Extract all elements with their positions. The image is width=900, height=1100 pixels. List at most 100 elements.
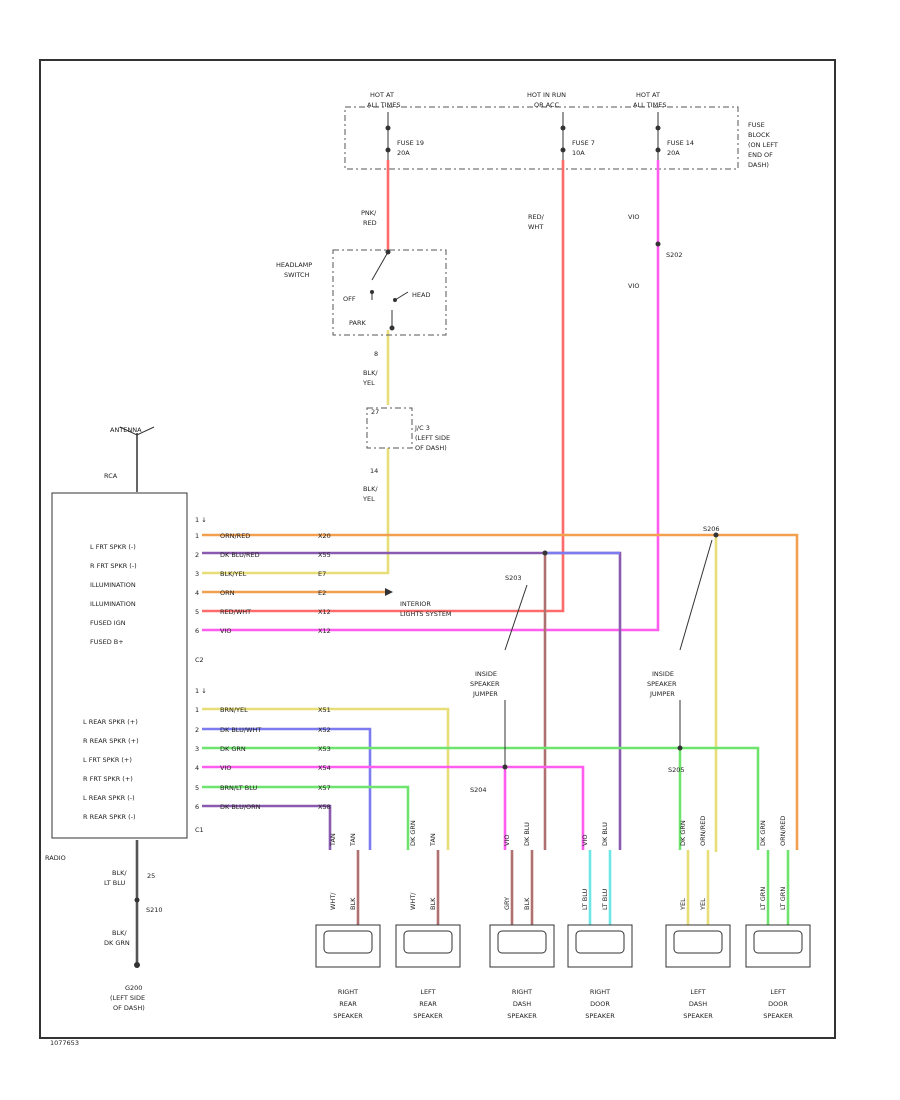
ground-wire2-color-1: BLK/	[112, 929, 127, 937]
jumper-left-1: INSIDE	[475, 670, 497, 678]
c2-wire-2-circ: X55	[318, 551, 331, 559]
speaker-lower-color: YEL	[699, 898, 707, 911]
radio-c1-pin-6: R REAR SPKR (-)	[83, 813, 136, 821]
speaker-lower-color: WHT/	[329, 892, 337, 910]
c1-wire-4-circ: X54	[318, 764, 331, 772]
footer-code: 1077653	[50, 1039, 79, 1047]
c1-wire-6-color: DK BLU/ORN	[220, 803, 261, 811]
c2-wire-6-circ: X12	[318, 627, 331, 635]
speaker-lower-color: BLK	[349, 897, 357, 910]
fuse14-hot: HOT AT	[636, 91, 660, 99]
c1-wire-2-circ: X52	[318, 726, 331, 734]
wire-dkblu-orn	[202, 804, 332, 850]
headlamp-switch: PNK/ RED HEADLAMP SWITCH OFF HEAD PARK 8…	[276, 209, 447, 387]
speaker-name: SPEAKER	[507, 1012, 537, 1020]
c2-wire-2-pin: 2	[195, 551, 199, 559]
ground-pin: 25	[147, 872, 155, 880]
fuse-block-outline	[344, 106, 739, 170]
speaker-lower-color: LT GRN	[779, 887, 787, 910]
c1-wire-labels: 1 ↓ 1 BRN/YEL X51 2 DK BLU/WHT X52 3 DK …	[195, 687, 331, 811]
speaker-name: DASH	[689, 1000, 707, 1008]
wire-brn-yel	[202, 707, 450, 850]
c2-wire-4-circ: E2	[318, 589, 326, 597]
c1-wire-2-pin: 2	[195, 726, 199, 734]
run-wire-color-1: RED/	[528, 213, 545, 221]
speaker-cone	[753, 930, 803, 954]
interior-lights-ref: INTERIOR LIGHTS SYSTEM	[385, 588, 452, 618]
c1-wire-1-color: BRN/YEL	[220, 706, 248, 714]
radio-unit: L FRT SPKR (-) R FRT SPKR (-) ILLUMINATI…	[45, 492, 204, 862]
fuse19-cond: ALL TIMES	[367, 101, 400, 109]
jc3-label-1: J/C 3	[414, 424, 430, 432]
jumper-right-1: INSIDE	[652, 670, 674, 678]
diagram-frame	[39, 59, 836, 1039]
radio-c2-pin-6: FUSED B+	[90, 638, 124, 646]
radio-c2-label: C2	[195, 656, 204, 664]
jc3-pin-a: 27	[371, 408, 379, 416]
radio-c2-pin-2: R FRT SPKR (-)	[90, 562, 137, 570]
c2-wire-6-pin: 6	[195, 627, 199, 635]
speaker-upper-color: TAN	[329, 833, 337, 847]
headlamp-title-1: HEADLAMP	[276, 261, 312, 269]
fuse19-hot: HOT AT	[370, 91, 394, 99]
s202-dot	[655, 241, 661, 247]
c2-wire-5-pin: 5	[195, 608, 199, 616]
headlamp-pos-park: PARK	[349, 319, 366, 327]
radio-c2-pin-3: ILLUMINATION	[90, 581, 136, 589]
speaker-name: DOOR	[768, 1000, 788, 1008]
speaker-lower-color: BLK	[429, 897, 437, 910]
c1-wire-3-color: DK GRN	[220, 745, 246, 753]
wires	[135, 160, 799, 965]
speaker-upper-color: ORN/RED	[699, 816, 707, 846]
speaker-lower-color: LT GRN	[759, 887, 767, 910]
wire-dkblu-wht	[202, 727, 372, 850]
radio-c2-pin-labels: L FRT SPKR (-) R FRT SPKR (-) ILLUMINATI…	[90, 543, 137, 646]
fuse14-amps: 20A	[667, 149, 680, 157]
batt-wire-color: VIO	[628, 213, 639, 221]
radio-c2-pin-5: FUSED IGN	[90, 619, 126, 627]
splice-s203: S203	[505, 574, 522, 582]
s202-label: S202	[666, 251, 683, 259]
fuse7-hot: HOT IN RUN	[527, 91, 566, 99]
c1-wire-5-color: BRN/LT BLU	[220, 784, 258, 792]
speaker-name: LEFT	[690, 988, 705, 996]
speaker-name: RIGHT	[590, 988, 610, 996]
ground-label: G200	[125, 984, 142, 992]
speaker-lower-color: BLK	[523, 897, 531, 910]
speaker-lower-color: LT BLU	[581, 888, 589, 910]
splices: S203 S206 S204 S205	[470, 525, 720, 794]
speaker-upper-color: DK GRN	[759, 820, 767, 846]
run-wire-color-2: WHT	[528, 223, 543, 231]
headlamp-out-color-2: YEL	[362, 379, 375, 387]
speaker-cone	[323, 930, 373, 954]
headlamp-pos-head: HEAD	[412, 291, 430, 299]
speaker-upper-color: DK GRN	[409, 820, 417, 846]
speaker-name: DASH	[513, 1000, 531, 1008]
fuse-symbols	[385, 112, 661, 160]
speaker-lower-color: GRY	[503, 897, 511, 910]
headlamp-out-color-1: BLK/	[363, 369, 378, 377]
headlamp-out-pin: 8	[374, 350, 378, 358]
speaker-name: SPEAKER	[683, 1012, 713, 1020]
interior-lights-label-2: LIGHTS SYSTEM	[400, 610, 452, 618]
jc3-label-2: (LEFT SIDE	[415, 434, 450, 442]
speaker-name: RIGHT	[512, 988, 532, 996]
headlamp-in-color-1: PNK/	[361, 209, 377, 217]
fuse-block-location-1: FUSE	[748, 121, 765, 129]
c2-wire-5-color: RED/WHT	[220, 608, 251, 616]
c2-wire-1-color: ORN/RED	[220, 532, 250, 540]
interior-lights-label-1: INTERIOR	[400, 600, 431, 608]
speaker-lower-color: YEL	[679, 898, 687, 911]
jc3-outline	[366, 407, 413, 449]
fuse7-amps: 10A	[572, 149, 585, 157]
radio-c1-label: C1	[195, 826, 204, 834]
c2-wire-4-pin: 4	[195, 589, 199, 597]
ground-wire1-color-2: LT BLU	[104, 879, 126, 887]
c2-wire-3-circ: E7	[318, 570, 326, 578]
radio-box	[51, 492, 188, 839]
ground-wire2-color-2: DK GRN	[104, 939, 130, 947]
c2-wire-labels: 1 ↓ 1 ORN/RED X20 2 DK BLU/RED X55 3 BLK…	[195, 516, 331, 635]
